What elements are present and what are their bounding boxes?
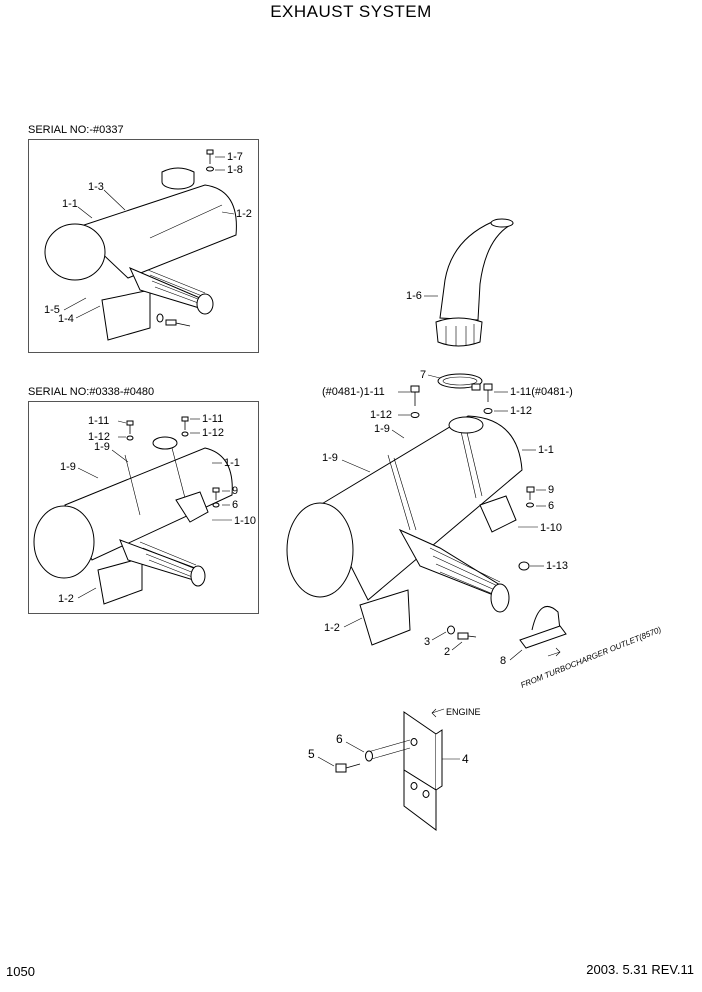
serial-label-2: SERIAL NO:#0338-#0480 [28,386,155,398]
callout: 1-12 [202,427,224,439]
callout: 1-10 [234,515,256,527]
callout: 6 [232,499,238,511]
muffler-drawing-1 [44,167,237,341]
callout: 2 [444,646,450,658]
muffler-drawing-2 [33,436,233,605]
callout: 7 [420,369,426,381]
callout: 5 [308,747,315,761]
serial-label-1: SERIAL NO:-#0337 [28,124,124,136]
callout: 1-3 [88,181,104,193]
page-title: EXHAUST SYSTEM [270,2,432,21]
callout: 1-11 [202,413,223,425]
callout: 1-1 [62,198,78,210]
callout: 1-1 [538,444,554,456]
variant-box-2 [28,401,259,614]
callout: 6 [336,732,343,746]
callout: 1-11 [88,415,109,427]
callout: 1-10 [540,522,562,534]
callout: 8 [500,655,506,667]
bracket-hardware [335,750,373,773]
callout: 1-5 [44,304,60,316]
callout: 1-2 [236,208,252,220]
callout: 1-13 [546,560,568,572]
u-clamp [519,606,567,649]
callout: 3 [424,636,430,648]
callout: 1-9 [322,452,338,464]
callout: 1-11(#0481-) [510,386,573,398]
callout: 1-9 [374,423,390,435]
main-callouts: 1-6 7 (#0481-)1-11 1-11(#0481-) 1-12 1-1… [322,290,573,667]
box2-callouts: 1-11 1-11 1-12 1-12 1-9 1-1 1-9 9 6 1-10… [58,413,256,605]
main-hardware [410,383,535,640]
variant-box-1 [28,139,259,353]
callout: 1-12 [370,409,392,421]
callout: 1-9 [94,441,110,453]
callout: 1-2 [324,622,340,634]
callout: 1-1 [224,457,240,469]
bracket-callouts: 6 5 4 [308,732,469,767]
callout: 1-7 [227,151,243,163]
callout: 9 [232,485,238,497]
callout: 1-4 [58,313,74,325]
pipe-clamp [437,373,483,391]
callout: 9 [548,484,554,496]
mounting-bracket [367,711,443,831]
callout: 1-12 [510,405,532,417]
callout: 1-12 [88,431,110,443]
callout: 6 [548,500,554,512]
callout: 1-6 [406,290,422,302]
muffler-main [286,415,523,646]
page-number: 1050 [6,964,35,979]
hardware-2 [126,416,220,508]
callout: 1-2 [58,593,74,605]
hardware-1 [156,149,214,327]
callout: (#0481-)1-11 [322,386,385,398]
turbo-arrow-icon [547,647,561,657]
callout: 1-8 [227,164,243,176]
box1-callouts: 1-7 1-8 1-3 1-1 1-2 1-5 1-4 [44,151,252,325]
callout: 1-9 [60,461,76,473]
revision-date: 2003. 5.31 REV.11 [586,962,694,977]
engine-note: ENGINE [446,707,481,717]
engine-arrow-icon [431,708,445,718]
callout: 4 [462,752,469,766]
tail-pipe [435,218,514,347]
